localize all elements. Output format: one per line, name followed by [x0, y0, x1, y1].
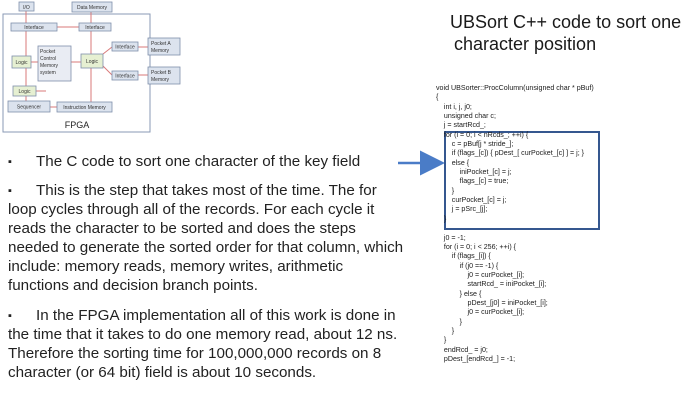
code-line: void UBSorter::ProcColumn(unsigned char … [436, 84, 594, 92]
code-line [436, 224, 682, 233]
io-label: I/O [23, 5, 30, 11]
code-line: unsigned char c; [436, 112, 496, 121]
bullet-marker: ▪ [8, 310, 12, 322]
bullet-list: ▪ The C code to sort one character of the… [8, 152, 408, 393]
data-memory-block [71, 1, 113, 13]
code-line: int i, j, j0; [436, 102, 472, 111]
code-line: } [436, 336, 447, 345]
bullet-item: ▪This is the step that takes most of the… [8, 181, 408, 295]
bullet-text: The C code to sort one character of the … [36, 153, 361, 170]
code-line: } [436, 326, 455, 335]
logic-lower-block [12, 85, 37, 97]
code-line: { [436, 93, 439, 102]
pocket-control-label-3: Memory [40, 63, 59, 69]
interface-right-label: Interface [85, 25, 105, 31]
pocket-b-label-2: Memory [151, 77, 170, 83]
code-line: iniPocket_[c] = j; [436, 168, 512, 177]
code-line: j0 = -1; [436, 233, 466, 242]
pocket-a-label-1: Pocket A [151, 41, 171, 47]
slide-title: UBSort C++ code to sort one character po… [450, 11, 685, 55]
pocket-b-label-1: Pocket B [151, 70, 172, 76]
interface-left-label: Interface [24, 25, 44, 31]
code-line: flags_[c] = true; [436, 177, 509, 186]
instruction-memory-label: Instruction Memory [63, 105, 106, 111]
code-line: } [436, 214, 447, 223]
logic-center-label: Logic [86, 59, 98, 65]
pocket-control-label-1: Pocket [40, 49, 56, 55]
code-line: j = pSrc_[j]; [436, 205, 488, 214]
code-line: } else { [436, 289, 482, 298]
sequencer-block [7, 100, 51, 113]
code-line: for (i = 0; i < nRcds_; ++i) { [436, 130, 529, 139]
logic-lower-label: Logic [19, 89, 31, 95]
code-line: for (i = 0; i < 256; ++i) { [436, 242, 517, 251]
bullet-text: This is the step that takes most of the … [8, 182, 404, 294]
pocket-b-memory-block [147, 66, 181, 85]
code-line: if (flags_[i]) { [436, 252, 491, 261]
interface-a-block [111, 41, 139, 52]
logic-left-label: Logic [16, 60, 28, 66]
code-highlight-box [444, 131, 600, 230]
fpga-label: FPGA [65, 120, 90, 130]
code-line: pDest_[endRcd_] = -1; [436, 354, 516, 363]
code-line: endRcd_ = j0; [436, 345, 488, 354]
pocket-a-label-2: Memory [151, 48, 170, 54]
code-line: c = pBuf[j * stride_]; [436, 140, 514, 149]
bullet-marker: ▪ [8, 156, 12, 168]
interface-left-block [10, 22, 58, 32]
slide-title-line-2: character position [454, 34, 597, 54]
bullet-item: ▪In the FPGA implementation all of this … [8, 306, 408, 382]
connector-lines [25, 11, 148, 108]
bullet-marker: ▪ [8, 185, 12, 197]
bullet-text: In the FPGA implementation all of this w… [8, 307, 398, 381]
code-line: } [436, 186, 455, 195]
interface-a-label: Interface [115, 45, 135, 51]
code-line: pDest_[j0] = iniPocket_[i]; [436, 298, 548, 307]
io-block [18, 1, 35, 12]
bullet-item: ▪ The C code to sort one character of the… [8, 152, 408, 171]
pocket-control-label-2: Control [40, 56, 56, 62]
logic-left-block [11, 55, 32, 69]
data-memory-label: Data Memory [77, 5, 108, 11]
code-line: j0 = curPocket_[i]; [436, 308, 525, 317]
pocket-control-block [37, 45, 72, 82]
logic-center-block [80, 53, 104, 69]
code-line: j = startRcd_; [436, 121, 486, 130]
code-line: if (flags_[c]) { pDest_[ curPocket_[c] ]… [436, 149, 585, 158]
code-line: if (j0 == -1) { [436, 261, 499, 270]
interface-b-block [111, 70, 139, 81]
instruction-memory-block [56, 101, 113, 113]
code-line: startRcd_ = iniPocket_[i]; [436, 280, 547, 289]
code-line: } [436, 317, 463, 326]
pocket-control-label-4: system [40, 70, 56, 76]
sequencer-label: Sequencer [17, 105, 42, 111]
code-line: curPocket_[c] = j; [436, 196, 507, 205]
code-listing: void UBSorter::ProcColumn(unsigned char … [436, 84, 682, 364]
interface-b-label: Interface [115, 74, 135, 80]
slide-title-line-1: UBSort C++ code to sort one [450, 12, 682, 32]
pocket-a-memory-block [147, 37, 181, 56]
interface-right-block [78, 22, 112, 32]
code-line: j0 = curPocket_[i]; [436, 270, 525, 279]
code-line: else { [436, 158, 470, 167]
